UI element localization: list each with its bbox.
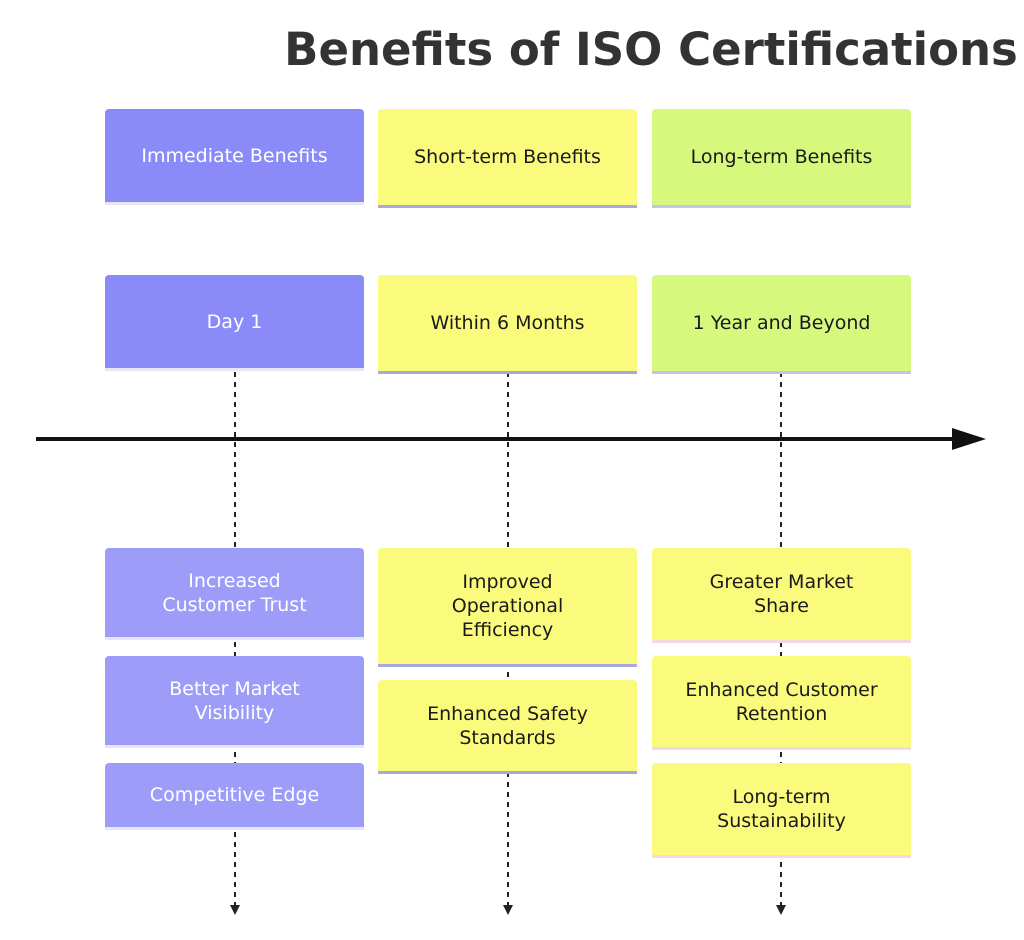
benefit-improved-operational-efficiency: Improved Operational Efficiency [378,548,637,667]
benefit-greater-market-share: Greater Market Share [652,548,911,643]
category-immediate-benefits: Immediate Benefits [105,109,364,205]
benefit-enhanced-customer-retention: Enhanced Customer Retention [652,656,911,750]
category-short-term-benefits: Short-term Benefits [378,109,637,208]
timeframe-1-year-and-beyond: 1 Year and Beyond [652,275,911,374]
timeframe-within-6-months: Within 6 Months [378,275,637,374]
timeline-arrowhead-icon [952,428,986,450]
timeframe-day-1: Day 1 [105,275,364,371]
page-title: Benefits of ISO Certifications [284,23,1018,76]
benefit-enhanced-safety-standards: Enhanced Safety Standards [378,680,637,774]
benefit-better-market-visibility: Better Market Visibility [105,656,364,748]
category-long-term-benefits: Long-term Benefits [652,109,911,208]
benefit-long-term-sustainability: Long-term Sustainability [652,763,911,858]
benefit-competitive-edge: Competitive Edge [105,763,364,830]
benefit-increased-customer-trust: Increased Customer Trust [105,548,364,640]
